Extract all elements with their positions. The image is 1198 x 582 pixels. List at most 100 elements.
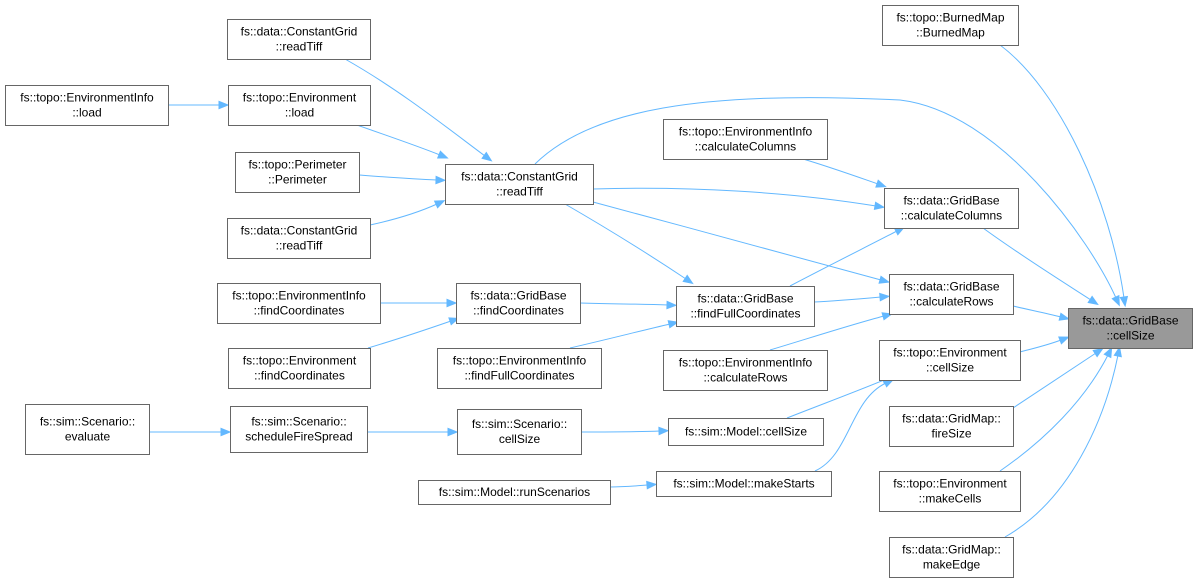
node-env-cellsize[interactable]: fs::topo::Environment::cellSize xyxy=(879,340,1021,381)
edge-gb_calcrows-to-cellsize xyxy=(1012,305,1062,318)
node-box xyxy=(668,418,824,446)
arrowhead xyxy=(435,175,447,185)
node-gb-calccols[interactable]: fs::data::GridBase::calculateColumns xyxy=(884,188,1019,229)
node-label: fs::data::ConstantGrid xyxy=(241,224,358,238)
node-label: makeEdge xyxy=(923,558,981,572)
arrowhead xyxy=(447,427,459,437)
node-cellsize[interactable]: fs::data::GridBase::cellSize xyxy=(1068,308,1193,349)
node-label: ::findFullCoordinates xyxy=(690,307,800,321)
node-label: fs::topo::EnvironmentInfo xyxy=(20,91,154,105)
node-label: fs::data::GridBase xyxy=(470,289,566,303)
edge-cg_readtiff_top-to-cg_readtiff_mid xyxy=(344,58,486,157)
node-label: fs::sim::Model::runScenarios xyxy=(439,485,590,499)
node-model-runscen[interactable]: fs::sim::Model::runScenarios xyxy=(418,480,611,505)
arrowhead xyxy=(1092,347,1104,358)
node-box xyxy=(676,286,815,327)
edge-env_cellsize-to-cellsize xyxy=(1019,339,1062,353)
arrowhead xyxy=(1113,345,1122,358)
arrowhead xyxy=(220,427,232,437)
node-envinfo-calcrows[interactable]: fs::topo::EnvironmentInfo::calculateRows xyxy=(663,350,828,391)
edge-burnedmap-to-cellsize xyxy=(999,44,1125,299)
node-env-load[interactable]: fs::topo::Environment::load xyxy=(228,85,371,126)
node-label: ::cellSize xyxy=(926,361,974,375)
node-envinfo-findcoords[interactable]: fs::topo::EnvironmentInfo::findCoordinat… xyxy=(217,283,381,324)
edge-gb_calccols-to-cellsize xyxy=(982,227,1092,301)
node-label: ::calculateColumns xyxy=(901,209,1002,223)
node-label: fireSize xyxy=(931,427,971,441)
node-gb-findcoords[interactable]: fs::data::GridBase::findCoordinates xyxy=(456,283,581,324)
node-box xyxy=(217,283,381,324)
node-label: ::Perimeter xyxy=(268,173,327,187)
node-perimeter[interactable]: fs::topo::Perimeter::Perimeter xyxy=(235,152,360,193)
node-label: fs::topo::Environment xyxy=(893,346,1007,360)
arrowhead xyxy=(682,274,694,285)
edge-cg_readtiff_mid-to-gb_calccols xyxy=(592,187,877,207)
node-box xyxy=(1068,308,1193,349)
node-env-findcoords[interactable]: fs::topo::Environment::findCoordinates xyxy=(228,348,371,389)
node-box xyxy=(228,85,371,126)
node-label: ::BurnedMap xyxy=(916,26,985,40)
node-box xyxy=(230,406,368,453)
node-gm-firesize[interactable]: fs::data::GridMap::fireSize xyxy=(889,406,1014,447)
edge-gb_findfullcoords-to-gb_calccols xyxy=(789,230,898,287)
node-label: fs::sim::Model::makeStarts xyxy=(673,477,814,491)
node-model-cellsize[interactable]: fs::sim::Model::cellSize xyxy=(668,418,824,446)
node-cg-readtiff-mid[interactable]: fs::data::ConstantGrid::readTiff xyxy=(445,164,594,205)
node-envinfo-calccols[interactable]: fs::topo::EnvironmentInfo::calculateColu… xyxy=(663,119,828,160)
node-envinfo-load[interactable]: fs::topo::EnvironmentInfo::load xyxy=(5,85,169,126)
node-gb-calcrows[interactable]: fs::data::GridBase::calculateRows xyxy=(889,274,1014,315)
node-label: fs::topo::Environment xyxy=(243,91,357,105)
node-box xyxy=(457,409,582,455)
node-envinfo-findfullcoords[interactable]: fs::topo::EnvironmentInfo::findFullCoord… xyxy=(437,348,602,389)
edge-scen_cellsize-to-model_cellsize xyxy=(580,430,661,433)
node-env-makecells[interactable]: fs::topo::Environment::makeCells xyxy=(879,471,1021,512)
node-label: ::cellSize xyxy=(1106,329,1154,343)
node-label: fs::sim::Model::cellSize xyxy=(685,425,807,439)
node-box xyxy=(663,350,828,391)
node-label: ::readTiff xyxy=(276,40,323,54)
node-label: fs::topo::EnvironmentInfo xyxy=(232,289,366,303)
node-label: ::readTiff xyxy=(496,185,543,199)
graph-nodes: fs::data::GridBase::cellSize fs::topo::Bu… xyxy=(5,5,1193,578)
node-burnedmap[interactable]: fs::topo::BurnedMap::BurnedMap xyxy=(882,5,1019,46)
arrowhead xyxy=(436,150,449,159)
arrowhead xyxy=(218,100,230,110)
node-box xyxy=(437,348,602,389)
node-box xyxy=(445,164,594,205)
node-scen-schedule[interactable]: fs::sim::Scenario::scheduleFireSpread xyxy=(230,406,368,453)
node-box xyxy=(656,471,832,497)
node-cg-readtiff-top[interactable]: fs::data::ConstantGrid::readTiff xyxy=(227,19,371,60)
node-box xyxy=(879,471,1021,512)
node-box xyxy=(889,406,1014,447)
node-label: fs::topo::EnvironmentInfo xyxy=(679,356,813,370)
node-gb-findfullcoords[interactable]: fs::data::GridBase::findFullCoordinates xyxy=(676,286,815,327)
node-model-makestarts[interactable]: fs::sim::Model::makeStarts xyxy=(656,471,832,497)
node-box xyxy=(663,119,828,160)
edge-env_load-to-cg_readtiff_mid xyxy=(356,124,441,156)
node-scen-evaluate[interactable]: fs::sim::Scenario::evaluate xyxy=(25,404,150,455)
node-label: fs::data::GridBase xyxy=(903,280,999,294)
arrowhead xyxy=(878,275,891,284)
arrowhead xyxy=(1103,346,1113,359)
node-box xyxy=(456,283,581,324)
node-box xyxy=(889,274,1014,315)
node-gm-makeedge[interactable]: fs::data::GridMap::makeEdge xyxy=(889,537,1014,578)
node-label: cellSize xyxy=(499,432,541,446)
node-label: fs::data::GridBase xyxy=(697,292,793,306)
node-label: fs::data::ConstantGrid xyxy=(241,25,358,39)
arrowhead xyxy=(1058,312,1071,321)
node-label: fs::data::ConstantGrid xyxy=(461,170,578,184)
arrowhead xyxy=(433,200,446,209)
arrowhead xyxy=(446,298,458,308)
node-box xyxy=(889,537,1014,578)
node-scen-cellsize[interactable]: fs::sim::Scenario::cellSize xyxy=(457,409,582,455)
node-label: fs::topo::EnvironmentInfo xyxy=(453,354,587,368)
node-label: fs::data::GridMap:: xyxy=(902,543,1001,557)
node-box xyxy=(235,152,360,193)
arrowhead xyxy=(1087,295,1099,306)
node-box xyxy=(418,480,611,505)
node-cg-readtiff-low[interactable]: fs::data::ConstantGrid::readTiff xyxy=(227,218,371,259)
node-label: ::findCoordinates xyxy=(473,304,564,318)
graph-edges xyxy=(148,44,1129,538)
